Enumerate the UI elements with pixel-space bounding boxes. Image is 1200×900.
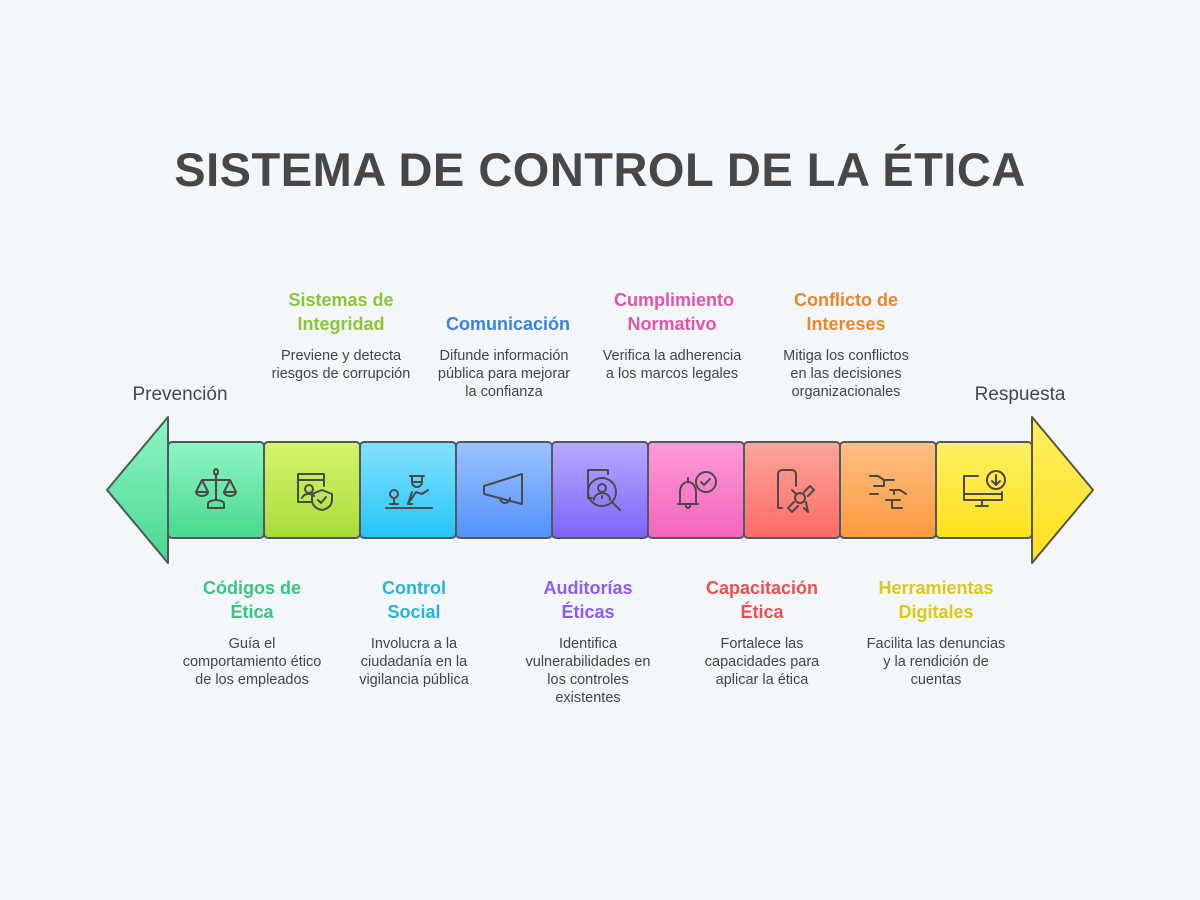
certificate-icon bbox=[777, 469, 815, 513]
stage-title: Comunicación bbox=[446, 314, 571, 334]
megaphone-icon bbox=[483, 473, 523, 505]
stage-title: Códigos de Ética bbox=[203, 578, 301, 622]
stage-title: Auditorías Éticas bbox=[543, 578, 633, 622]
stage-title: Sistemas de Integridad bbox=[288, 290, 394, 334]
stage-description: Mitiga los conflictos en las decisiones … bbox=[783, 348, 909, 400]
stage-box-8 bbox=[839, 441, 937, 539]
stage-box-1 bbox=[167, 441, 265, 539]
stage-title: Conflicto de Intereses bbox=[794, 290, 898, 334]
stage-title: Capacitación Ética bbox=[705, 578, 819, 622]
stage-description: Difunde información pública para mejorar… bbox=[437, 348, 571, 400]
stage-box-4 bbox=[455, 441, 553, 539]
stage-description: Verifica la adherencia a los marcos lega… bbox=[602, 348, 742, 382]
stage-box-9 bbox=[935, 441, 1033, 539]
bell-check-icon bbox=[677, 471, 717, 509]
stage-description: Guía el comportamiento ético de los empl… bbox=[182, 636, 322, 688]
shield-user-icon bbox=[297, 473, 333, 511]
stage-title: Cumplimiento Normativo bbox=[614, 290, 734, 334]
hands-conflict-icon bbox=[869, 475, 907, 509]
stage-description: Fortalece las capacidades para aplicar l… bbox=[704, 636, 820, 688]
stage-description: Identifica vulnerabilidades en los contr… bbox=[525, 636, 651, 706]
stage-box-2 bbox=[263, 441, 361, 539]
citizen-officer-icon bbox=[385, 475, 433, 509]
stage-title: Control Social bbox=[382, 578, 446, 622]
stage-box-7 bbox=[743, 441, 841, 539]
right-arrowhead bbox=[1031, 416, 1094, 564]
start-label: Prevención bbox=[132, 384, 228, 405]
stage-box-5 bbox=[551, 441, 649, 539]
end-label: Respuesta bbox=[974, 384, 1066, 405]
scales-icon bbox=[195, 468, 237, 509]
page-title: SISTEMA DE CONTROL DE LA ÉTICA bbox=[174, 143, 1026, 196]
left-arrowhead bbox=[106, 416, 169, 564]
stage-description: Involucra a la ciudadanía en la vigilanc… bbox=[359, 636, 469, 688]
stage-description: Previene y detecta riesgos de corrupción bbox=[271, 348, 411, 382]
audit-search-icon bbox=[587, 469, 621, 511]
stage-title: Herramientas Digitales bbox=[878, 578, 994, 622]
stage-description: Facilita las denuncias y la rendición de… bbox=[866, 636, 1006, 688]
computer-download-icon bbox=[963, 470, 1006, 507]
